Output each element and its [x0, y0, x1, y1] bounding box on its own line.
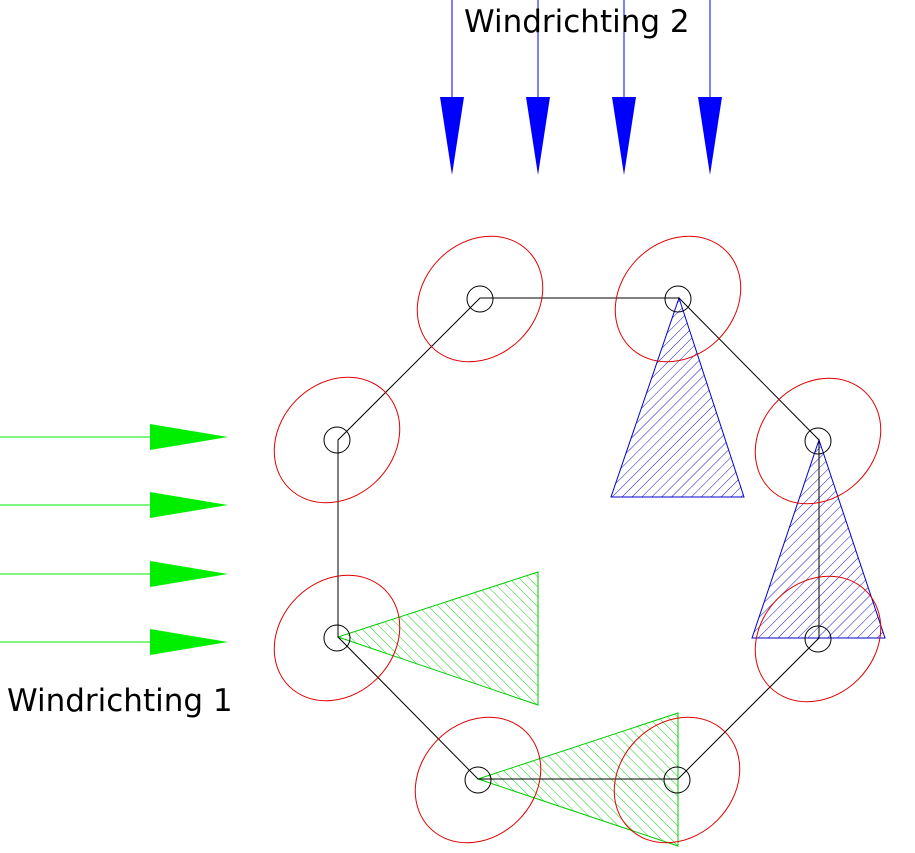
wind-direction-2-label: Windrichting 2 — [464, 4, 690, 40]
turbine-marker — [466, 285, 494, 313]
wake-zones — [336, 296, 886, 847]
turbine-marker — [663, 766, 691, 794]
wind-2-arrow — [698, 0, 722, 175]
turbine-marker — [804, 625, 832, 653]
turbine-markers — [323, 285, 832, 794]
wind-1-arrow — [0, 629, 228, 655]
wind-2-arrow — [440, 0, 464, 175]
wind-1-arrow — [0, 492, 228, 518]
rotor-ellipses — [273, 235, 882, 844]
wake-zone-green-left — [336, 571, 539, 706]
rotor-ellipse — [416, 235, 544, 363]
wind-direction-2-arrows — [440, 0, 722, 175]
rotor-ellipse — [414, 716, 542, 844]
wind-1-arrow — [0, 424, 228, 450]
turbine-marker — [804, 427, 832, 455]
rotor-ellipse — [754, 377, 882, 505]
turbine-marker — [323, 426, 351, 454]
rotor-ellipse — [614, 235, 742, 363]
rotor-ellipse — [273, 376, 401, 504]
wind-2-arrow — [526, 0, 550, 175]
turbine-layout-octagon — [337, 297, 820, 780]
wake-zone-blue-upper — [610, 296, 745, 498]
rotor-ellipse — [613, 716, 741, 844]
wind-2-arrow — [612, 0, 636, 175]
wind-direction-1-label: Windrichting 1 — [7, 683, 233, 719]
turbine-marker — [664, 285, 692, 313]
rotor-ellipse — [754, 575, 882, 703]
wind-direction-1-arrows — [0, 424, 228, 655]
wind-1-arrow — [0, 561, 228, 587]
rotor-ellipse — [273, 574, 401, 702]
turbine-marker — [464, 766, 492, 794]
turbine-marker — [323, 624, 351, 652]
